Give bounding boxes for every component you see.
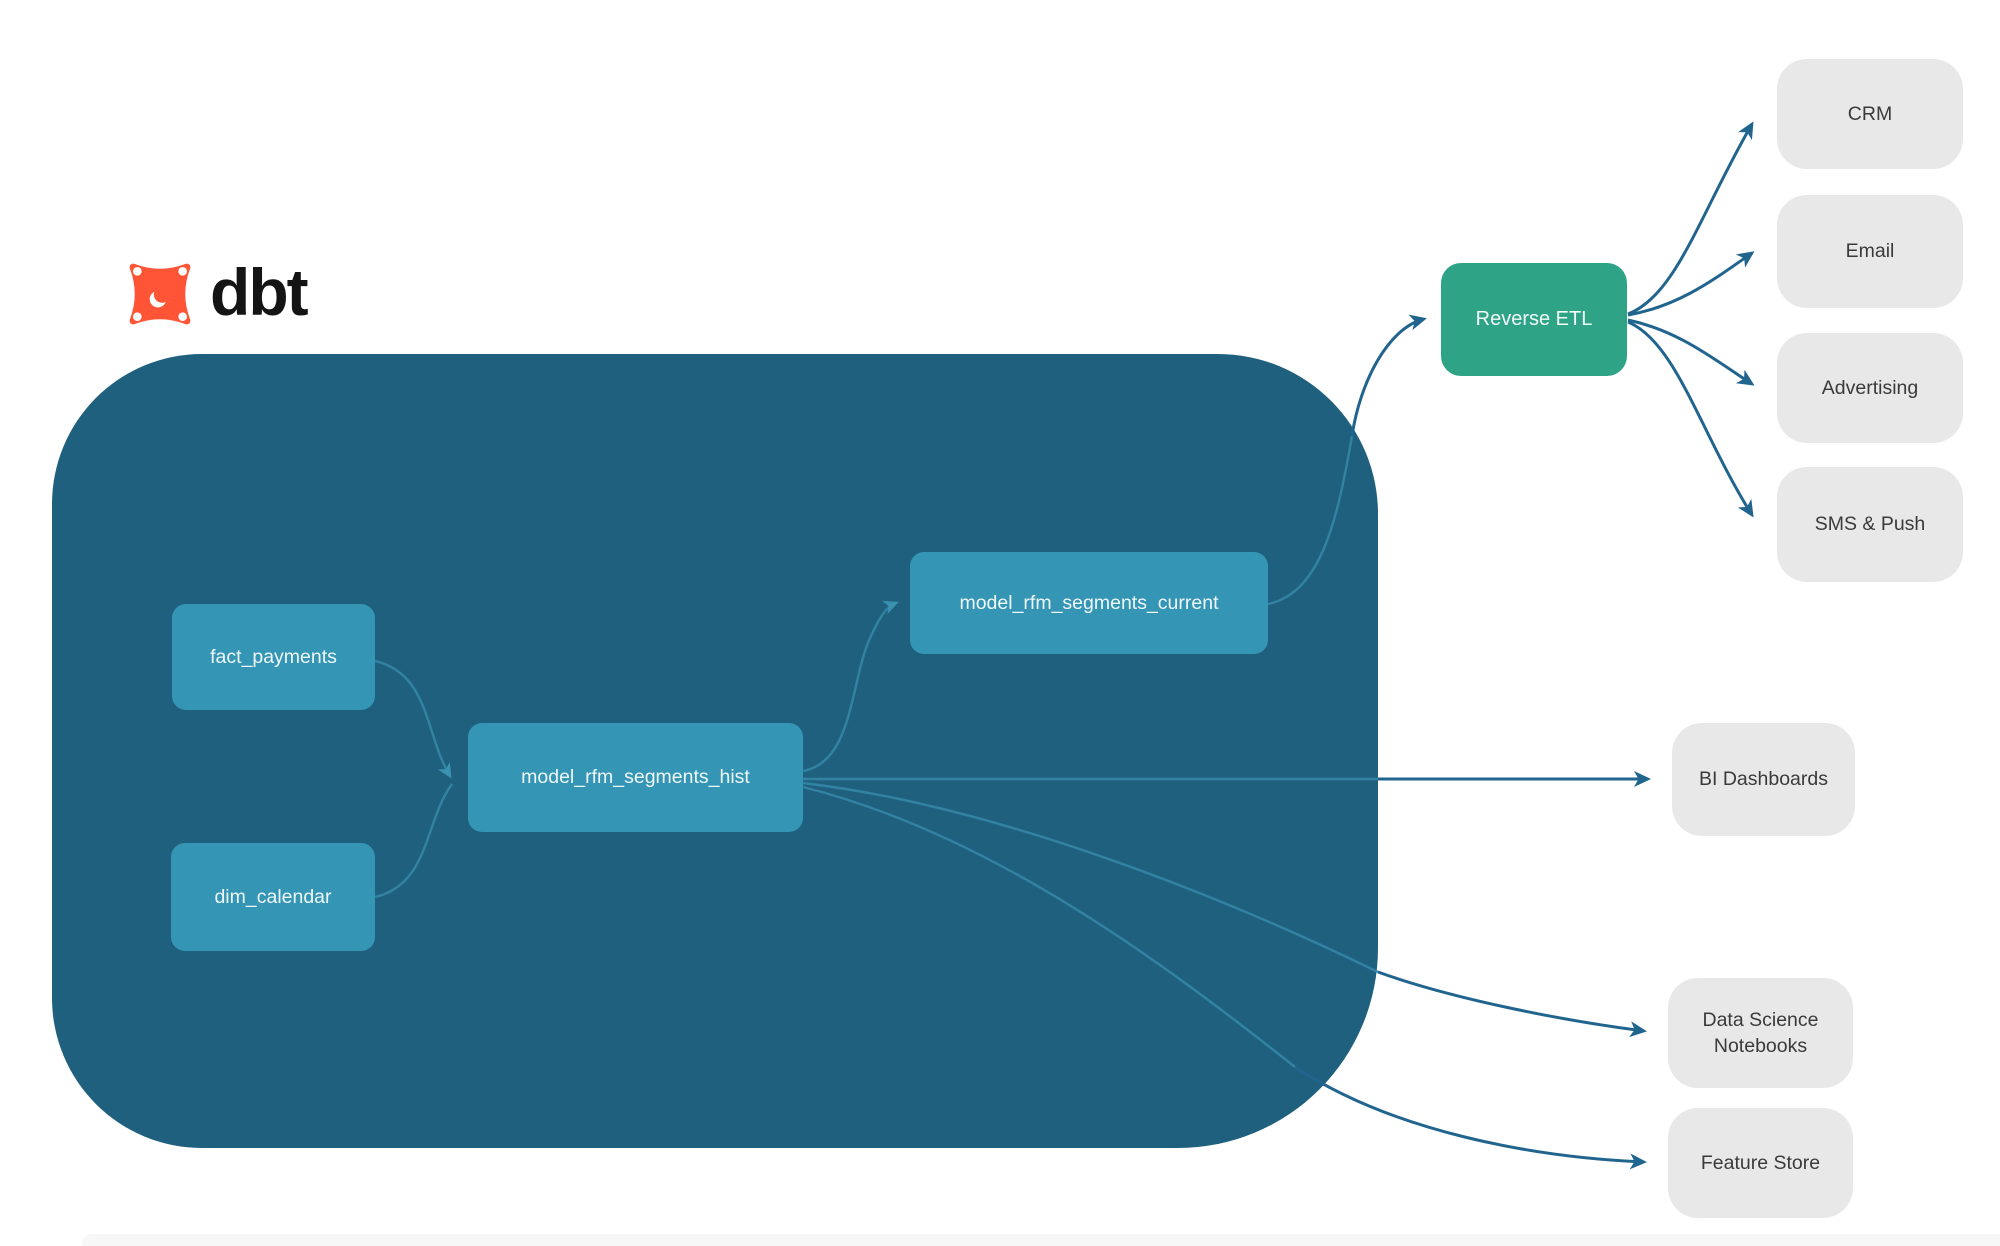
node-label: model_rfm_segments_hist xyxy=(521,766,750,789)
node-label: model_rfm_segments_current xyxy=(959,591,1219,614)
edge-hist-to-feature-store xyxy=(1294,1065,1647,1170)
node-advertising: Advertising xyxy=(1777,333,1963,443)
node-label: SMS & Push xyxy=(1814,513,1926,536)
edge-reverse-etl-to-advertising xyxy=(1627,318,1755,386)
dbt-logo-icon xyxy=(129,263,191,325)
node-label: Data Science Notebooks xyxy=(1702,1008,1819,1057)
edge-hist-to-data-science xyxy=(1377,970,1647,1038)
node-label: CRM xyxy=(1847,102,1893,125)
node-data-science-notebooks: Data Science Notebooks xyxy=(1668,978,1853,1088)
node-label: Email xyxy=(1845,240,1895,263)
dbt-logo: dbt xyxy=(126,255,309,330)
node-label: Feature Store xyxy=(1700,1151,1821,1174)
node-label: BI Dashboards xyxy=(1699,768,1828,791)
node-dim-calendar: dim_calendar xyxy=(171,843,375,951)
node-label: fact_payments xyxy=(210,645,337,668)
node-fact-payments: fact_payments xyxy=(172,604,375,710)
edge-reverse-etl-to-crm xyxy=(1627,121,1754,316)
node-label: Advertising xyxy=(1821,376,1919,399)
edge-reverse-etl-to-email xyxy=(1627,251,1755,317)
node-bi-dashboards: BI Dashboards xyxy=(1672,723,1855,836)
node-model-rfm-segments-current: model_rfm_segments_current xyxy=(910,552,1268,654)
node-crm: CRM xyxy=(1777,59,1963,169)
node-model-rfm-segments-hist: model_rfm_segments_hist xyxy=(468,723,803,832)
dbt-logo-wordmark: dbt xyxy=(210,255,309,329)
node-feature-store: Feature Store xyxy=(1668,1108,1853,1218)
node-email: Email xyxy=(1777,195,1963,308)
page-bottom-strip xyxy=(82,1234,2000,1246)
node-reverse-etl: Reverse ETL xyxy=(1441,263,1627,376)
edge-reverse-etl-to-sms-push xyxy=(1627,320,1754,518)
node-label: Reverse ETL xyxy=(1475,308,1593,330)
node-label: dim_calendar xyxy=(214,885,332,908)
edge-current-to-reverse-etl xyxy=(1350,314,1427,437)
node-sms-push: SMS & Push xyxy=(1777,467,1963,582)
